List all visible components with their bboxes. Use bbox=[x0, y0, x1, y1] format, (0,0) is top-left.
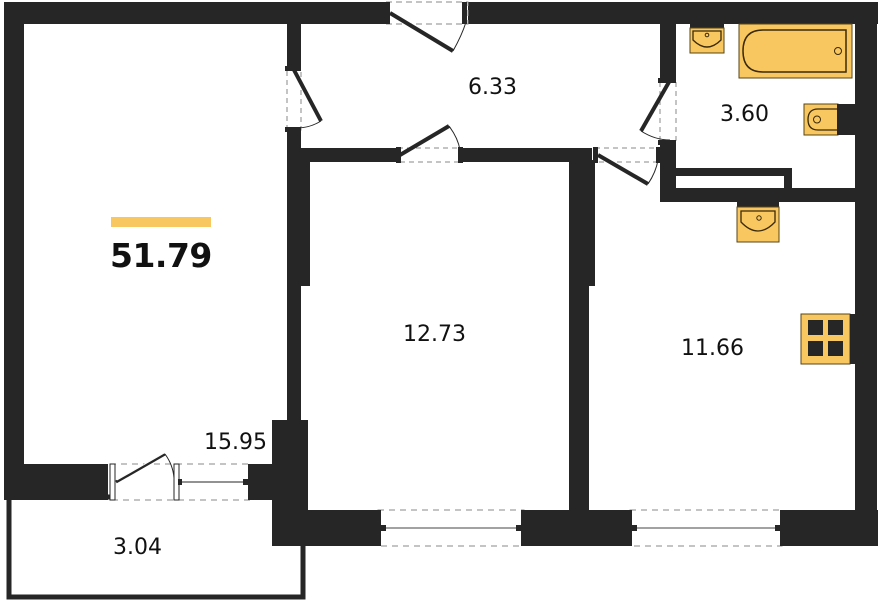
total-area-accent-bar bbox=[111, 217, 211, 227]
sink-icon bbox=[736, 202, 780, 243]
bedroom-window bbox=[376, 509, 526, 547]
stove-icon bbox=[800, 313, 855, 365]
sink-icon bbox=[689, 24, 725, 54]
walls bbox=[4, 2, 878, 546]
living-room-area: 15.95 bbox=[204, 430, 267, 455]
bathroom-door bbox=[639, 78, 677, 145]
toilet-icon bbox=[803, 103, 855, 136]
balcony-area: 3.04 bbox=[113, 535, 162, 560]
balcony-door bbox=[109, 451, 253, 501]
total-area-label: 51.79 bbox=[110, 236, 212, 275]
living-room-door bbox=[285, 66, 323, 132]
bathroom-area: 3.60 bbox=[720, 102, 769, 127]
kitchen-window bbox=[627, 509, 785, 547]
kitchen-door bbox=[593, 147, 661, 186]
entrance-door bbox=[385, 1, 469, 53]
bathtub-icon bbox=[738, 23, 853, 79]
bedroom-door bbox=[396, 124, 463, 163]
bedroom-area: 12.73 bbox=[403, 322, 466, 347]
hallway-area: 6.33 bbox=[468, 75, 517, 100]
kitchen-area: 11.66 bbox=[681, 336, 744, 361]
